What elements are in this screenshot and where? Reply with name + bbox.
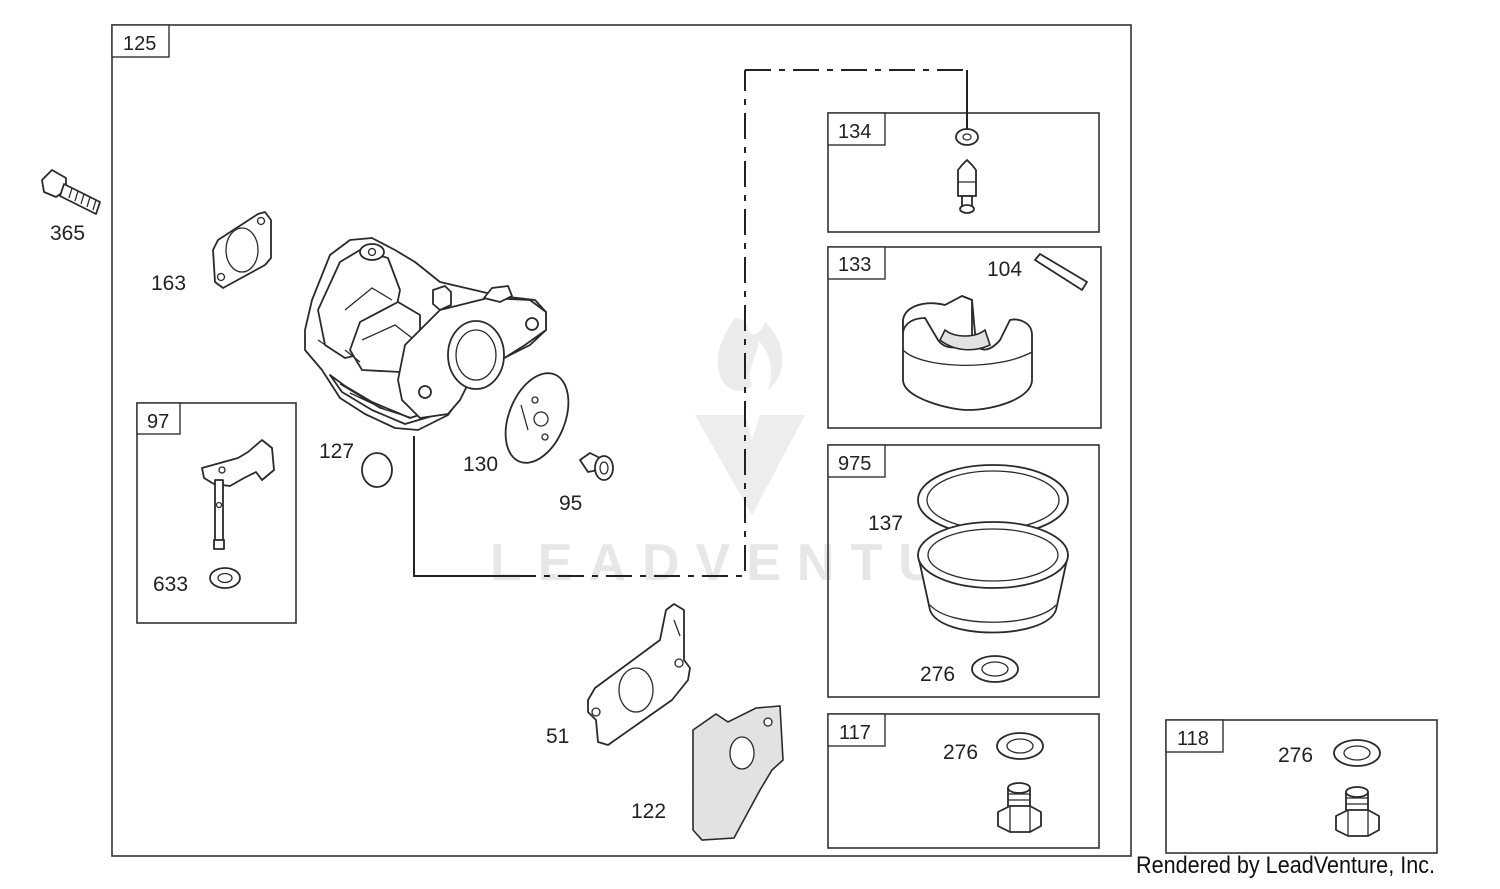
group-label-97: 97 <box>147 411 169 433</box>
part-label-127: 127 <box>319 440 354 463</box>
part-label-122: 122 <box>631 800 666 823</box>
group-box-133 <box>827 246 1102 429</box>
group-box-975 <box>827 444 1100 698</box>
choke-lever-97 <box>201 439 275 550</box>
float-133 <box>902 295 1033 411</box>
group-box-125 <box>111 24 1132 857</box>
group-box-97 <box>136 402 297 624</box>
part-label-276-a: 276 <box>920 663 955 686</box>
part-label-95: 95 <box>559 492 582 515</box>
carburetor-body <box>304 237 547 431</box>
heat-shield-122 <box>692 705 784 841</box>
part-label-365: 365 <box>50 222 85 245</box>
gasket-51 <box>587 603 691 746</box>
leader-lines <box>413 69 968 577</box>
part-label-104: 104 <box>987 258 1022 281</box>
seal-633 <box>209 567 241 589</box>
group-tab-133 <box>827 246 886 280</box>
washer-276-118 <box>1333 739 1381 767</box>
washer-276-117 <box>996 732 1044 760</box>
bowl-bolt-118 <box>1335 786 1380 837</box>
group-label-117: 117 <box>839 722 871 744</box>
bowl-bolt-117 <box>997 782 1042 833</box>
inlet-needle-134 <box>955 128 979 214</box>
group-label-125: 125 <box>123 33 156 55</box>
part-label-633: 633 <box>153 573 188 596</box>
group-tab-118 <box>1165 719 1224 753</box>
part-label-137: 137 <box>868 512 903 535</box>
group-tab-134 <box>827 112 886 146</box>
group-box-134 <box>827 112 1100 233</box>
group-box-117 <box>827 713 1100 849</box>
group-box-118 <box>1165 719 1438 854</box>
washer-276-bowl <box>971 655 1019 683</box>
part-label-163: 163 <box>151 272 186 295</box>
group-label-975: 975 <box>838 453 871 475</box>
group-tab-97 <box>136 402 181 435</box>
group-tab-975 <box>827 444 886 478</box>
group-label-133: 133 <box>838 254 871 276</box>
part-label-276-b: 276 <box>943 741 978 764</box>
gasket-163 <box>212 211 272 289</box>
group-tab-125 <box>111 24 170 58</box>
float-bowl-975 <box>917 464 1069 634</box>
group-tab-117 <box>827 713 886 747</box>
render-credit: Rendered by LeadVenture, Inc. <box>1136 852 1436 879</box>
pin-104 <box>1034 253 1088 291</box>
part-label-51: 51 <box>546 725 569 748</box>
plug-127 <box>361 452 393 488</box>
group-label-118: 118 <box>1177 728 1209 750</box>
bolt-365 <box>41 169 101 215</box>
throttle-plate-130 <box>504 372 570 464</box>
group-label-134: 134 <box>838 121 871 143</box>
screw-95 <box>579 452 614 481</box>
part-label-130: 130 <box>463 453 498 476</box>
part-label-276-c: 276 <box>1278 744 1313 767</box>
